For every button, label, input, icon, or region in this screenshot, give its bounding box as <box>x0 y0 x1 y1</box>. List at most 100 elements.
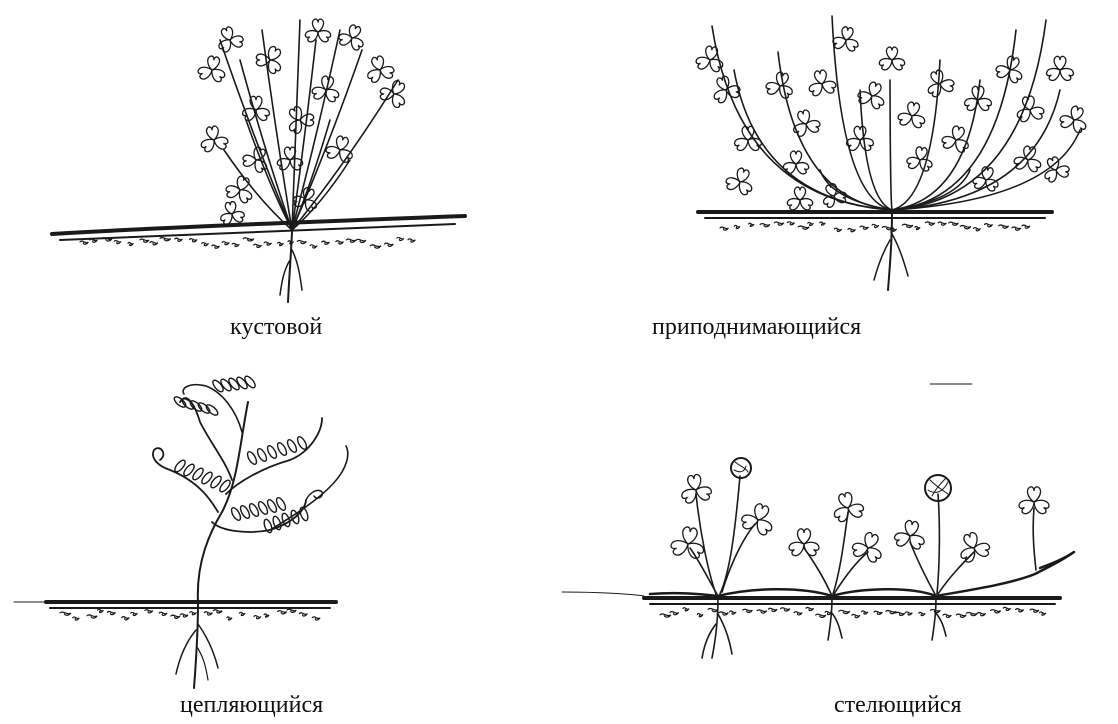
leaf <box>212 23 247 55</box>
leaflet <box>320 76 334 92</box>
leaflet <box>1054 56 1066 70</box>
soil-scribble <box>336 241 344 244</box>
leaflet <box>804 118 820 133</box>
leaflet <box>226 184 242 198</box>
leaf <box>677 472 714 506</box>
soil-scribble <box>938 222 946 225</box>
leaf <box>830 25 862 54</box>
soil-scribble <box>874 611 882 614</box>
leaf <box>1038 153 1073 185</box>
leaflet <box>797 109 812 125</box>
soil-scribble <box>872 224 879 227</box>
soil-scribble <box>385 243 394 246</box>
root <box>176 602 218 688</box>
leaflet <box>973 542 990 557</box>
soil-line <box>52 216 465 240</box>
soil-scribble <box>788 222 795 225</box>
soil-scribble <box>719 612 728 615</box>
soil-scribble <box>227 617 232 620</box>
caption-creeping: стелющийся <box>834 692 962 719</box>
soil-scribble <box>299 613 307 616</box>
soil-scribble <box>160 238 171 241</box>
leaflet <box>797 529 810 544</box>
soil-scribble <box>190 612 197 615</box>
soil-scribble <box>774 222 783 225</box>
leaf <box>782 151 810 175</box>
soil-scribble <box>708 608 718 611</box>
soil-scribble <box>1012 227 1021 230</box>
soil-scribble <box>660 614 671 617</box>
bush-plant-drawing <box>0 0 560 310</box>
soil-scribble <box>150 242 158 245</box>
soil-scribble <box>159 612 167 615</box>
caption-climbing: цепляющийся <box>180 692 323 719</box>
soil-scribble <box>356 239 366 242</box>
leaflet <box>741 513 759 529</box>
stems <box>712 16 1080 210</box>
soil-scribble <box>794 612 802 615</box>
climbing-plant-drawing <box>0 362 560 692</box>
leaf <box>1013 94 1047 124</box>
leaf <box>788 529 821 557</box>
soil-line <box>698 212 1052 218</box>
soil-scribble <box>991 610 1001 613</box>
soil-scribble <box>960 226 970 229</box>
leaflet <box>286 438 299 453</box>
soil-scribble <box>852 614 860 617</box>
soil-scribble <box>278 242 284 245</box>
caption-ascending: приподнимающийся <box>652 314 861 341</box>
soil-scribble <box>999 225 1009 228</box>
soil-scribble <box>977 613 985 616</box>
leaflet <box>906 102 920 118</box>
leaflet <box>1060 114 1076 128</box>
pinnate-leaflets <box>173 375 310 534</box>
soil-scribble <box>87 615 97 618</box>
leaflet <box>687 474 702 491</box>
soil-scribble <box>264 242 271 245</box>
soil-scribble <box>278 611 287 614</box>
leaf <box>737 499 780 539</box>
leaflet <box>726 176 742 190</box>
soil-scribble <box>264 614 269 617</box>
leaflet <box>325 144 341 159</box>
soil-scribble <box>114 240 121 243</box>
leaflet <box>681 526 698 545</box>
soil-scribble <box>204 612 212 615</box>
soil-scribble <box>670 612 679 615</box>
soil-scribble <box>322 241 330 244</box>
soil-scribble <box>180 614 188 617</box>
soil-scribble <box>697 614 703 617</box>
leaf <box>1011 144 1045 174</box>
soil-scribble <box>734 225 740 228</box>
soil-scribble <box>287 609 296 612</box>
leaflet <box>266 444 279 459</box>
soil-scribble <box>730 611 737 614</box>
soil-scribble <box>834 228 841 231</box>
leaflet <box>334 135 349 151</box>
soil-scribble <box>80 241 88 244</box>
leaf <box>195 54 229 84</box>
soil-scribble <box>239 612 245 615</box>
soil-scribble <box>760 224 770 227</box>
soil-scribble <box>749 223 754 226</box>
soil-scribble <box>848 228 855 231</box>
soil-scribble <box>984 224 992 227</box>
leaf <box>362 53 397 85</box>
soil-scribble <box>98 609 104 612</box>
leaf <box>892 518 929 552</box>
soil-scribble <box>171 615 180 618</box>
soil-scribble <box>243 238 254 241</box>
leaflet <box>246 450 259 465</box>
leaflet <box>206 56 220 72</box>
soil-scribble <box>915 226 920 229</box>
soil-scribble <box>820 222 826 225</box>
soil-scribble <box>90 239 98 242</box>
caption-bush: кустовой <box>230 314 322 341</box>
leaflet <box>906 155 922 170</box>
stem <box>892 60 940 210</box>
leaflet <box>256 447 269 462</box>
leaflet <box>904 520 919 537</box>
root <box>280 232 302 302</box>
leaf <box>805 68 839 98</box>
leaf <box>280 101 318 138</box>
